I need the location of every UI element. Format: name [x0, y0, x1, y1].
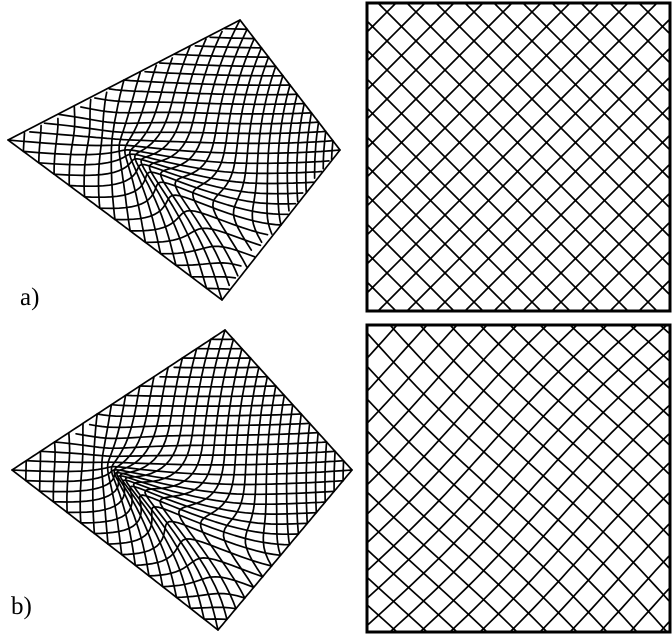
lattice-line	[30, 325, 337, 632]
lattice-line	[450, 325, 672, 632]
surface-mesh-line	[175, 54, 269, 57]
surface-mesh-line	[124, 80, 290, 85]
surface-mesh-line	[163, 577, 254, 588]
surface-mesh-line	[207, 288, 229, 289]
surface-mesh-line	[191, 277, 235, 278]
lattice-line	[300, 325, 607, 632]
lattice-line	[570, 325, 672, 632]
lattice-frame	[367, 3, 670, 311]
surface-mesh-line	[76, 433, 318, 439]
surface-mesh-line	[93, 414, 97, 534]
panel-a	[8, 3, 672, 311]
surface-mesh-line	[267, 76, 283, 234]
surface-mesh-line	[80, 423, 83, 523]
lattice-line	[90, 325, 397, 632]
surface-mesh-line	[160, 63, 276, 66]
surface-mesh-line	[332, 141, 333, 160]
surface-mesh-line	[39, 126, 41, 163]
lattice-line	[90, 325, 397, 632]
surface-mesh-line	[67, 433, 70, 513]
surface-mesh-line	[213, 48, 262, 267]
surface-mesh-line	[334, 451, 335, 491]
panel-b-surface	[12, 330, 352, 630]
surface-mesh-line	[263, 386, 276, 566]
lattice-line	[59, 3, 367, 311]
lattice-line	[480, 325, 672, 632]
surface-mesh-line	[201, 358, 251, 598]
surface-mesh-line	[90, 423, 310, 427]
lattice-line	[450, 325, 672, 632]
surface-mesh-line	[252, 66, 275, 242]
panel-a-surface	[8, 20, 340, 300]
surface-mesh-line	[69, 107, 75, 186]
lattice-line	[59, 3, 367, 311]
surface-mesh-line	[297, 414, 302, 534]
surface-mesh-line	[176, 263, 241, 266]
panel-label-a: a)	[20, 285, 39, 310]
surface-mesh-line	[84, 100, 91, 197]
surface-mesh-line	[315, 122, 319, 178]
panel-label-b: b)	[11, 594, 32, 619]
lattice-line	[30, 325, 337, 632]
surface-mesh-line	[95, 98, 304, 104]
surface-mesh-line	[323, 131, 326, 168]
surface-mesh-line	[54, 119, 58, 175]
surface-mesh-line	[12, 467, 352, 475]
lattice-line	[300, 325, 607, 632]
surface-mesh-line	[108, 507, 290, 545]
surface-mesh-line	[59, 114, 319, 123]
surface-mesh-line	[45, 123, 326, 133]
surface-mesh-line	[277, 395, 285, 555]
surface-mesh-line	[111, 405, 292, 406]
surface-mesh-line	[53, 476, 325, 504]
panel-b	[12, 325, 672, 632]
